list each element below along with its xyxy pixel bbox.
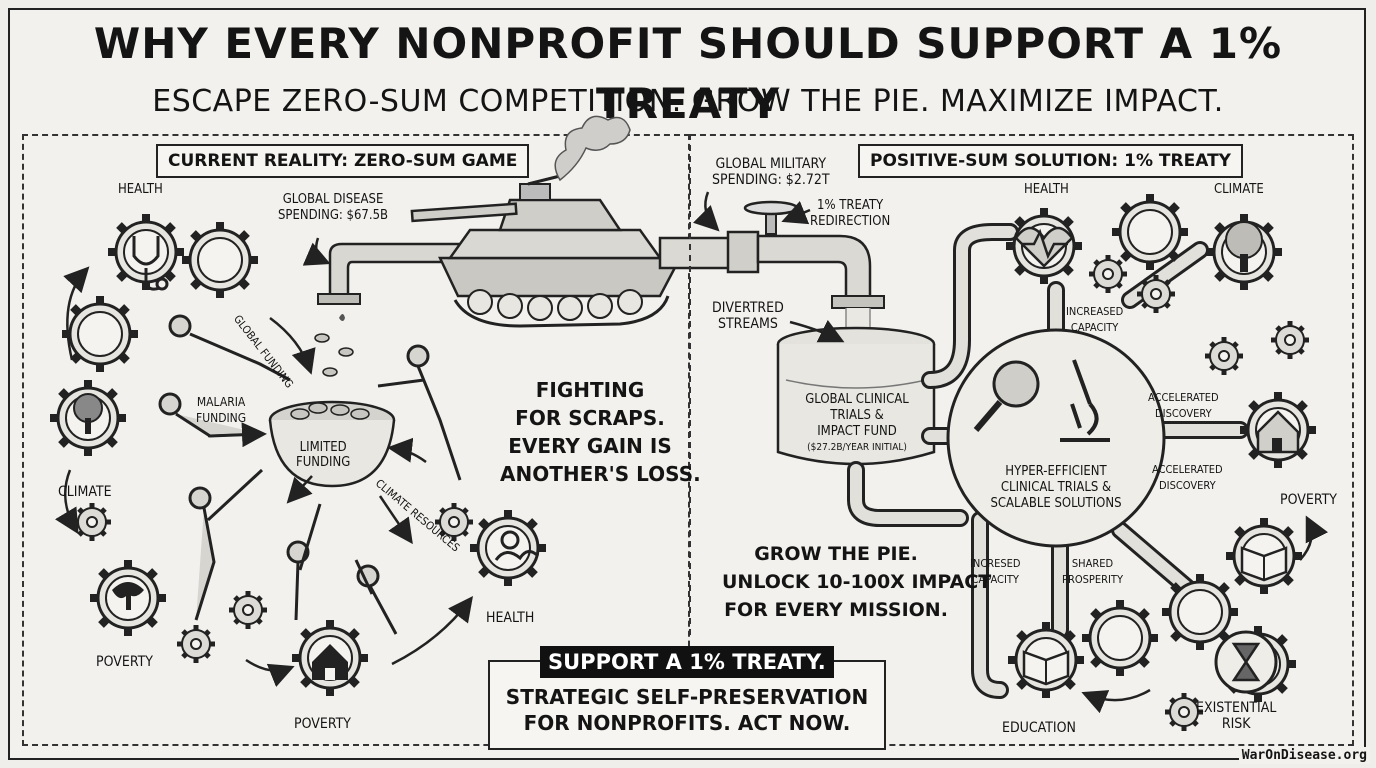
zero-sum-line1: FIGHTING <box>535 378 645 402</box>
flow-increased-capacity: INCREASED CAPACITY <box>1066 304 1123 336</box>
figures <box>158 314 462 635</box>
node-label-education: EDUCATION <box>1002 720 1076 736</box>
accel2-line2: DISCOVERY <box>1159 479 1216 492</box>
malaria-funding-label: MALARIA FUNDING <box>196 394 246 426</box>
cta-line2: FOR NONPROFITS. ACT NOW. <box>523 711 851 735</box>
impact-fund-label: GLOBAL CLINICAL TRIALS & IMPACT FUND ($2… <box>784 392 930 456</box>
bowl-line1: LIMITED <box>299 440 347 455</box>
disease-spending-line2: SPENDING: $67.5B <box>278 208 389 223</box>
zero-sum-line3: EVERY GAIN IS <box>508 434 672 458</box>
malaria-line1: MALARIA <box>196 395 246 409</box>
stethoscope-icon <box>132 236 169 291</box>
tree-icon <box>1225 221 1263 272</box>
node-label-climate: CLIMATE <box>1214 182 1264 197</box>
hub-circle <box>946 328 1166 548</box>
grow-pie-message: GROW THE PIE. UNLOCK 10-100X IMPACT FOR … <box>722 540 992 624</box>
node-label-health: HEALTH <box>1024 182 1069 197</box>
house-icon <box>1256 410 1300 454</box>
diverted-streams-label: DIVERTRED STREAMS <box>712 300 784 332</box>
tank-icon <box>410 115 683 328</box>
cause-label-health-top: HEALTH <box>118 182 163 197</box>
accel2-line1: ACCELERATED <box>1152 463 1223 476</box>
bowl-line2: FUNDING <box>296 455 351 470</box>
diverted-line1: DIVERTRED <box>712 300 784 316</box>
increased-line1: INCREASED <box>1066 305 1124 318</box>
flow-accelerated-discovery-2: ACCELERATED DISCOVERY <box>1152 462 1223 494</box>
heart-monitor-icon <box>1014 226 1074 268</box>
heart-monitor-icon <box>494 530 540 561</box>
zero-sum-line2: FOR SCRAPS. <box>515 406 665 430</box>
disease-spending-label: GLOBAL DISEASE SPENDING: $67.5B <box>278 192 388 224</box>
shared-line2: PROSPERITY <box>1062 573 1124 586</box>
microscope-icon <box>1060 359 1110 442</box>
book-icon <box>1022 650 1070 686</box>
left-panel <box>22 134 690 746</box>
cta-line1: STRATEGIC SELF-PRESERVATION <box>505 685 869 709</box>
cta-body: STRATEGIC SELF-PRESERVATION FOR NONPROFI… <box>490 684 884 736</box>
node-label-poverty: POVERTY <box>1280 492 1337 508</box>
increased-line2: CAPACITY <box>1070 321 1119 334</box>
grow-pie-line2: UNLOCK 10-100X IMPACT <box>722 571 992 593</box>
hourglass-icon <box>1214 630 1278 694</box>
tree-icon <box>112 582 144 610</box>
zero-sum-line4: ANOTHER'S LOSS. <box>500 462 701 486</box>
flow-accelerated-discovery-1: ACCELERATED DISCOVERY <box>1148 390 1219 422</box>
bowl-icon <box>268 333 396 488</box>
right-panel <box>690 134 1354 746</box>
fund-line2: TRIALS & <box>830 408 884 423</box>
malaria-line2: FUNDING <box>196 411 247 425</box>
zero-sum-message: FIGHTING FOR SCRAPS. EVERY GAIN IS ANOTH… <box>500 376 701 488</box>
fund-line1: GLOBAL CLINICAL <box>805 392 909 407</box>
grow-pie-line1: GROW THE PIE. <box>754 543 918 565</box>
node-label-existential-risk: EXISTENTIAL RISK <box>1196 700 1276 732</box>
cause-label-poverty-bottom: POVERTY <box>294 716 351 732</box>
cause-label-climate: CLIMATE <box>58 484 112 500</box>
flow-incresed-capacity: INCRESED CAPACITY <box>970 556 1021 588</box>
book-icon <box>1240 546 1288 582</box>
site-watermark: WarOnDisease.org <box>1238 747 1370 764</box>
accel1-line2: DISCOVERY <box>1155 407 1212 420</box>
hub-label: HYPER-EFFICIENT CLINICAL TRIALS & SCALAB… <box>966 464 1146 512</box>
cause-label-poverty-left: POVERTY <box>96 654 153 670</box>
fund-line3: IMPACT FUND <box>817 424 897 439</box>
flow-shared-prosperity: SHARED PROSPERITY <box>1062 556 1123 588</box>
incresed-line1: INCRESED <box>970 557 1021 570</box>
call-to-action-box: SUPPORT A 1% TREATY. STRATEGIC SELF-PRES… <box>488 646 886 750</box>
hub-line1: HYPER-EFFICIENT <box>1005 464 1107 479</box>
treaty-redirection-label: 1% TREATY REDIRECTION <box>810 198 890 230</box>
tree-icon <box>73 393 103 434</box>
left-section-label: CURRENT REALITY: ZERO-SUM GAME <box>156 144 530 178</box>
redirect-line2: REDIRECTION <box>810 214 891 229</box>
hub-line2: CLINICAL TRIALS & <box>1000 480 1112 495</box>
military-line2: SPENDING: $2.72T <box>712 172 830 188</box>
military-spending-label: GLOBAL MILITARY SPENDING: $2.72T <box>712 156 830 188</box>
incresed-line2: CAPACITY <box>971 573 1019 586</box>
cause-label-health-right: HEALTH <box>486 610 535 626</box>
grow-pie-line3: FOR EVERY MISSION. <box>724 599 948 621</box>
fund-line4: ($27.2B/YEAR INITIAL) <box>807 442 907 453</box>
page-title: WHY EVERY NONPROFIT SHOULD SUPPORT A 1% … <box>93 19 1283 128</box>
shared-line1: SHARED <box>1071 557 1114 570</box>
limited-funding-label: LIMITED FUNDING <box>296 440 350 470</box>
cta-headline: SUPPORT A 1% TREATY. <box>540 646 834 678</box>
page-subtitle: ESCAPE ZERO-SUM COMPETITION. GROW THE PI… <box>152 84 1224 119</box>
disease-spending-line1: GLOBAL DISEASE <box>282 192 384 207</box>
hub-line3: SCALABLE SOLUTIONS <box>990 496 1122 511</box>
right-section-label: POSITIVE-SUM SOLUTION: 1% TREATY <box>858 144 1243 178</box>
redirect-line1: 1% TREATY <box>817 198 884 213</box>
military-line1: GLOBAL MILITARY <box>715 156 827 172</box>
diverted-line2: STREAMS <box>717 316 778 332</box>
existential-line2: RISK <box>1221 716 1251 732</box>
house-icon <box>312 644 348 680</box>
accel1-line1: ACCELERATED <box>1148 391 1219 404</box>
globe-magnifier-icon <box>973 360 1040 432</box>
existential-line1: EXISTENTIAL <box>1196 700 1277 716</box>
